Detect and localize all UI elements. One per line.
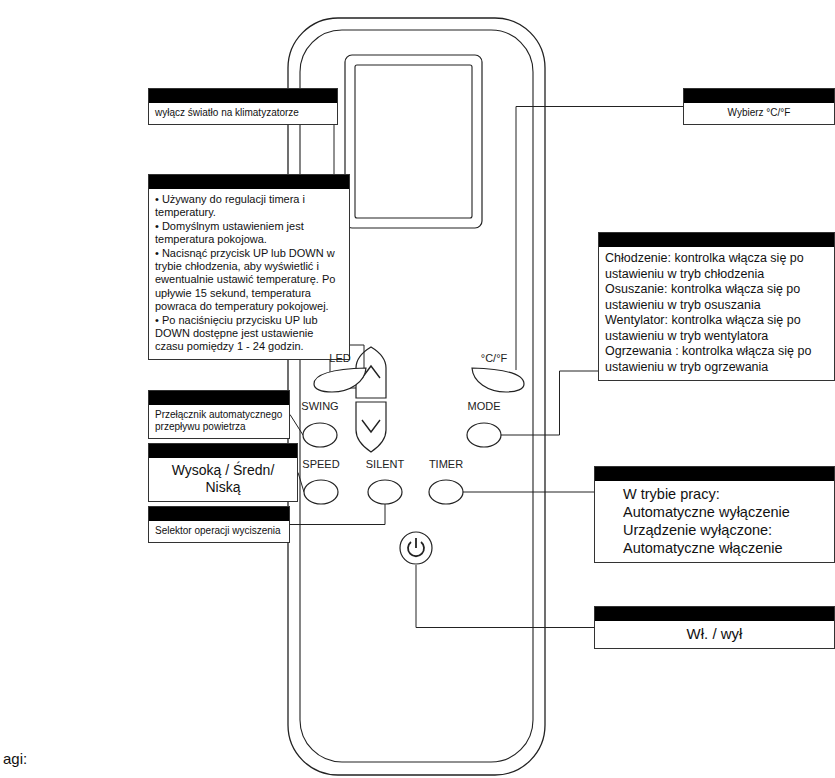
callout-header — [684, 89, 834, 103]
callout-header — [149, 444, 297, 458]
callout-text: Osuszanie: kontrolka włącza się po ustaw… — [605, 282, 828, 313]
callout-body: Wybierz °C/°F — [684, 103, 834, 124]
callout-text: W trybie pracy: — [623, 485, 828, 503]
callout-text: • Po naciśnięciu przycisku UP lub DOWN d… — [155, 314, 343, 354]
callout-body: W trybie pracy:Automatyczne wyłączenieUr… — [595, 481, 834, 562]
callout-text: Automatyczne wyłączenie — [623, 503, 828, 521]
button-label: °C/°F — [458, 352, 530, 365]
down-chevron — [362, 420, 380, 432]
callout-body: Chłodzenie: kontrolka włącza się po usta… — [599, 247, 834, 380]
remote-housing-inner — [300, 30, 533, 762]
callout-text: Chłodzenie: kontrolka włącza się po usta… — [605, 251, 828, 282]
callout-body: Selektor operacji wyciszenia — [149, 521, 289, 542]
callout-text: Przełącznik automatycznego przepływu pow… — [155, 409, 283, 433]
display-screen — [355, 65, 472, 218]
callout-header — [149, 175, 349, 189]
callout-text: Wentylator: kontrolka włącza się po usta… — [605, 313, 828, 344]
display-frame — [345, 55, 482, 228]
leader-line — [290, 504, 385, 525]
down-button — [356, 402, 386, 452]
callout-text: • Nacisnąć przycisk UP lub DOWN w trybie… — [155, 247, 343, 314]
button-outline — [303, 423, 337, 447]
callout-text: • Używany do regulacji timera i temperat… — [155, 193, 343, 220]
note-heading: agi: — [3, 750, 27, 767]
button-outline — [429, 480, 463, 504]
callout-box: Selektor operacji wyciszenia — [148, 506, 290, 543]
callout-box: Przełącznik automatycznego przepływu pow… — [148, 390, 290, 439]
leader-line — [416, 565, 594, 628]
button-label: SILENT — [362, 458, 408, 471]
leader-line — [463, 492, 594, 493]
callout-text: Automatyczne włączenie — [623, 539, 828, 557]
button-label: LED — [308, 352, 372, 365]
callout-box: Wł. / wył — [594, 606, 835, 649]
callout-header — [149, 391, 289, 405]
power-button — [400, 532, 432, 564]
callout-text: Selektor operacji wyciszenia — [155, 525, 283, 537]
callout-box: wyłącz światło na klimatyzatorze — [148, 88, 338, 125]
callout-text: wyłącz światło na klimatyzatorze — [155, 107, 331, 119]
callout-header — [149, 89, 337, 103]
callout-text: Wł. / wył — [601, 625, 828, 643]
callout-text: Wybierz °C/°F — [690, 107, 828, 119]
silent-button: SILENT — [362, 458, 408, 506]
button-label: SWING — [298, 400, 342, 413]
leader-line — [290, 415, 303, 436]
power-icon — [415, 538, 417, 548]
button-outline — [368, 480, 402, 504]
callout-box: Wybierz °C/°F — [683, 88, 835, 125]
button-label: SPEED — [299, 458, 343, 471]
callout-text: Urządzenie wyłączone: — [623, 521, 828, 539]
callout-header — [599, 233, 834, 247]
callout-text: Wysoką / Średn/ Niską — [155, 462, 291, 496]
unit-button: °C/°F — [458, 352, 530, 394]
remote-housing — [288, 18, 545, 775]
button-outline — [314, 368, 366, 392]
swing-button: SWING — [298, 400, 342, 448]
callout-body: • Używany do regulacji timera i temperat… — [149, 189, 349, 359]
speed-button: SPEED — [299, 458, 343, 506]
button-outline — [467, 423, 501, 447]
button-label: TIMER — [423, 458, 469, 471]
callout-box: • Używany do regulacji timera i temperat… — [148, 174, 350, 360]
callout-header — [595, 467, 834, 481]
leader-line — [298, 473, 304, 493]
callout-box: Wysoką / Średn/ Niską — [148, 443, 298, 502]
led-button: LED — [308, 352, 372, 394]
callout-header — [595, 607, 834, 621]
callout-box: Chłodzenie: kontrolka włącza się po usta… — [598, 232, 835, 381]
button-label: MODE — [462, 400, 506, 413]
callout-body: Wysoką / Średn/ Niską — [149, 458, 297, 501]
callout-body: Wł. / wył — [595, 621, 834, 648]
callout-header — [149, 507, 289, 521]
button-outline — [472, 368, 524, 392]
callout-body: Przełącznik automatycznego przepływu pow… — [149, 405, 289, 438]
callout-box: W trybie pracy:Automatyczne wyłączenieUr… — [594, 466, 835, 563]
timer-button: TIMER — [423, 458, 469, 506]
mode-button: MODE — [462, 400, 506, 448]
callout-text: Ogrzewania : kontrolka włącza się po ust… — [605, 344, 828, 375]
callout-body: wyłącz światło na klimatyzatorze — [149, 103, 337, 124]
button-outline — [304, 480, 338, 504]
callout-text: • Domyślnym ustawieniem jest temperatura… — [155, 220, 343, 247]
